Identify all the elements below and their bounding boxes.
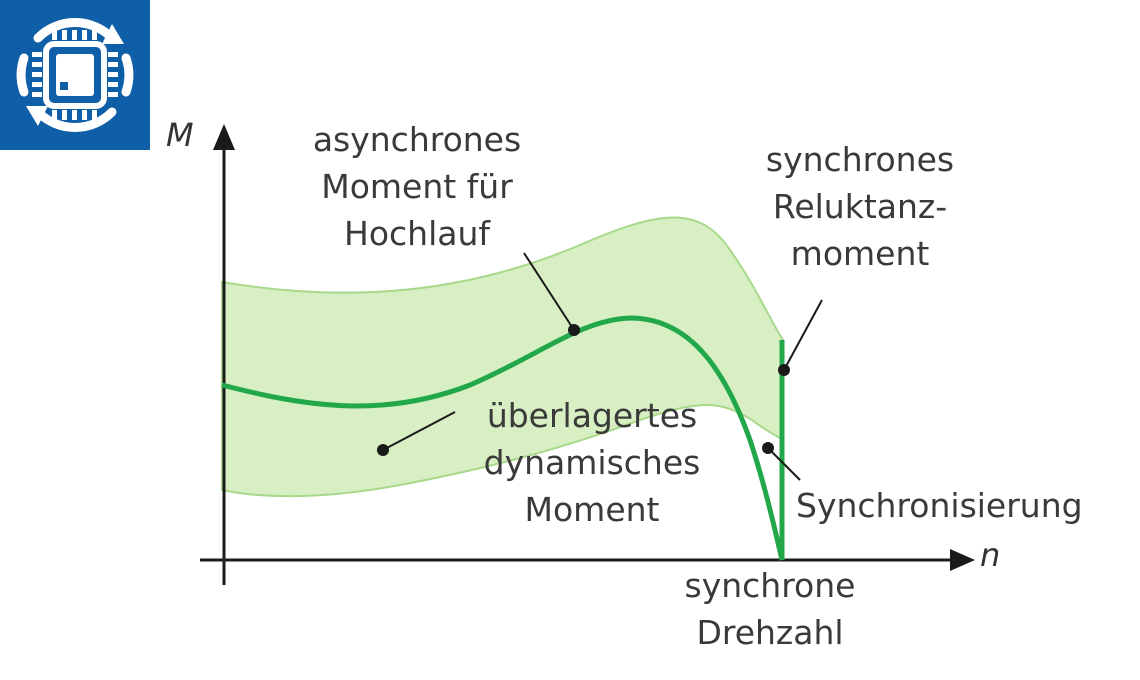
x-axis-arrow (950, 549, 975, 571)
dot-sync-reluctance (778, 364, 790, 376)
x-axis-label: n (980, 536, 1001, 574)
dot-synchronisierung (762, 442, 774, 454)
label-synchronisierung: Synchronisierung (796, 486, 1083, 525)
logo (0, 0, 150, 150)
label-overlay-line2: dynamisches (483, 443, 701, 482)
label-async-moment: asynchrones Moment für Hochlauf (282, 116, 552, 257)
label-sync-rel-line2: Reluktanz- (772, 187, 948, 226)
y-axis-arrow (213, 124, 235, 150)
label-async-line3: Hochlauf (344, 214, 490, 253)
label-overlay-line3: Moment (524, 490, 660, 529)
label-sync-speed: synchrone Drehzahl (650, 562, 890, 656)
leader-async (523, 252, 575, 331)
label-async-line1: asynchrones (312, 120, 522, 159)
label-sync-reluctance: synchrones Reluktanz- moment (740, 136, 980, 277)
label-sync-speed-line1: synchrone (684, 566, 856, 605)
leader-overlay (382, 411, 456, 451)
dynamic-moment-band (221, 216, 784, 498)
label-sync-rel-line3: moment (790, 234, 930, 273)
chip-refresh-icon (16, 18, 134, 132)
label-overlay-line1: überlagertes (486, 396, 698, 435)
label-async-line2: Moment für (321, 167, 513, 206)
async-torque-curve (221, 315, 785, 561)
label-sync-speed-line2: Drehzahl (696, 613, 844, 652)
dot-async (568, 324, 580, 336)
leader-synchronisierung (767, 447, 801, 481)
leader-sync-reluctance (783, 299, 823, 371)
y-axis-label: M (166, 116, 194, 154)
label-overlay-moment: überlagertes dynamisches Moment (452, 392, 732, 533)
label-sync-rel-line1: synchrones (765, 140, 955, 179)
dot-overlay (377, 444, 389, 456)
